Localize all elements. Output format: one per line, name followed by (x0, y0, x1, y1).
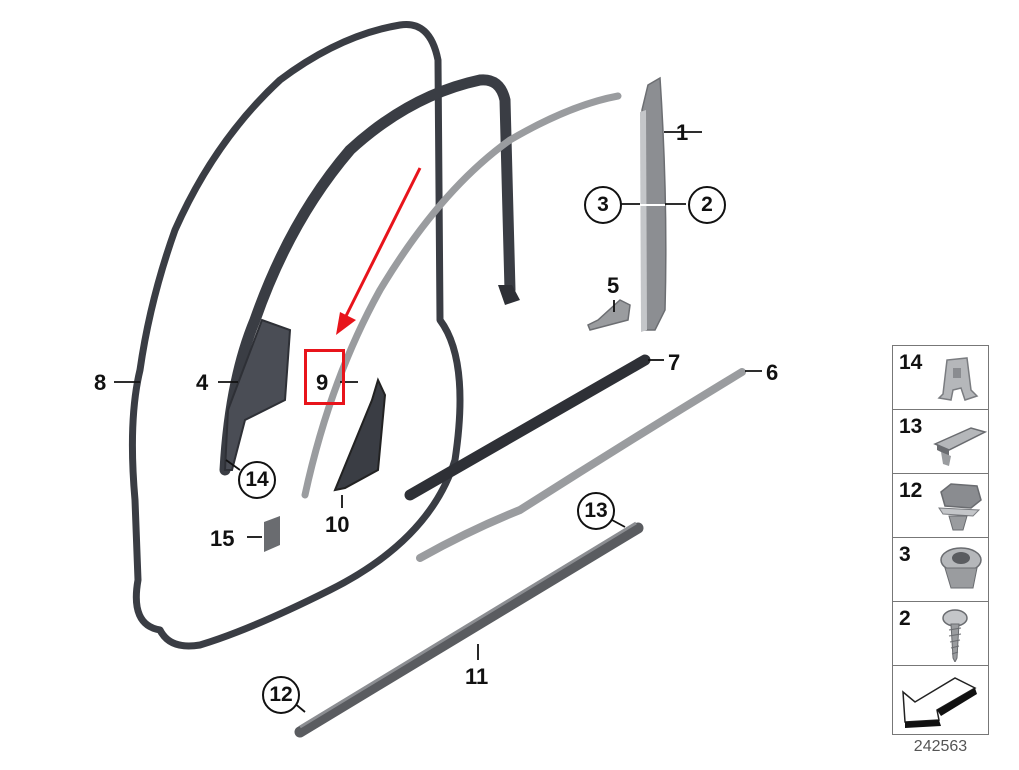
part-11-sill-strip (294, 522, 644, 738)
callout-10: 10 (325, 512, 350, 537)
clip-spring-icon (937, 357, 979, 401)
screw-icon (942, 609, 968, 662)
diagram-number: 242563 (913, 738, 968, 755)
callout-6: 6 (766, 360, 779, 385)
callout-15: 15 (210, 526, 235, 551)
callout-12-circled: 12 (262, 676, 300, 714)
legend-item-3: 3 (893, 538, 988, 602)
part-7-seal-strip (404, 354, 651, 501)
callout-2-circled: 2 (688, 186, 726, 224)
red-arrow-head (336, 312, 356, 335)
highlight-box-part-9 (304, 349, 345, 405)
direction-arrow-icon (902, 677, 977, 728)
callout-9: 9 (316, 370, 329, 395)
part-10-mirror-trim (333, 377, 387, 492)
callout-4: 4 (196, 370, 209, 395)
part-5-bracket (587, 299, 631, 331)
legend-item-14: 14 (893, 346, 988, 410)
callout-14-circled: 14 (238, 461, 276, 499)
part-15-pad (264, 516, 280, 552)
callout-13-circled: 13 (577, 492, 615, 530)
legend-item-13: 13 (893, 410, 988, 474)
legend-item-12: 12 (893, 474, 988, 538)
part-6-trim-strip (416, 368, 746, 562)
fastener-legend: 14 13 12 3 (892, 345, 989, 735)
callout-5: 5 (607, 273, 620, 298)
part-4-frame-seal (219, 74, 516, 476)
callout-11: 11 (465, 664, 489, 689)
legend-item-direction (893, 666, 988, 734)
part-9-channel (301, 92, 622, 499)
callout-8: 8 (94, 370, 107, 395)
clip-square-icon (938, 483, 982, 531)
legend-item-2: 2 (893, 602, 988, 666)
callout-1: 1 (676, 120, 689, 145)
callout-7: 7 (668, 350, 681, 375)
part-8-door-seal (128, 20, 464, 650)
callout-3-circled: 3 (584, 186, 622, 224)
expanding-nut-icon (940, 547, 982, 589)
clip-slide-icon (933, 427, 987, 466)
